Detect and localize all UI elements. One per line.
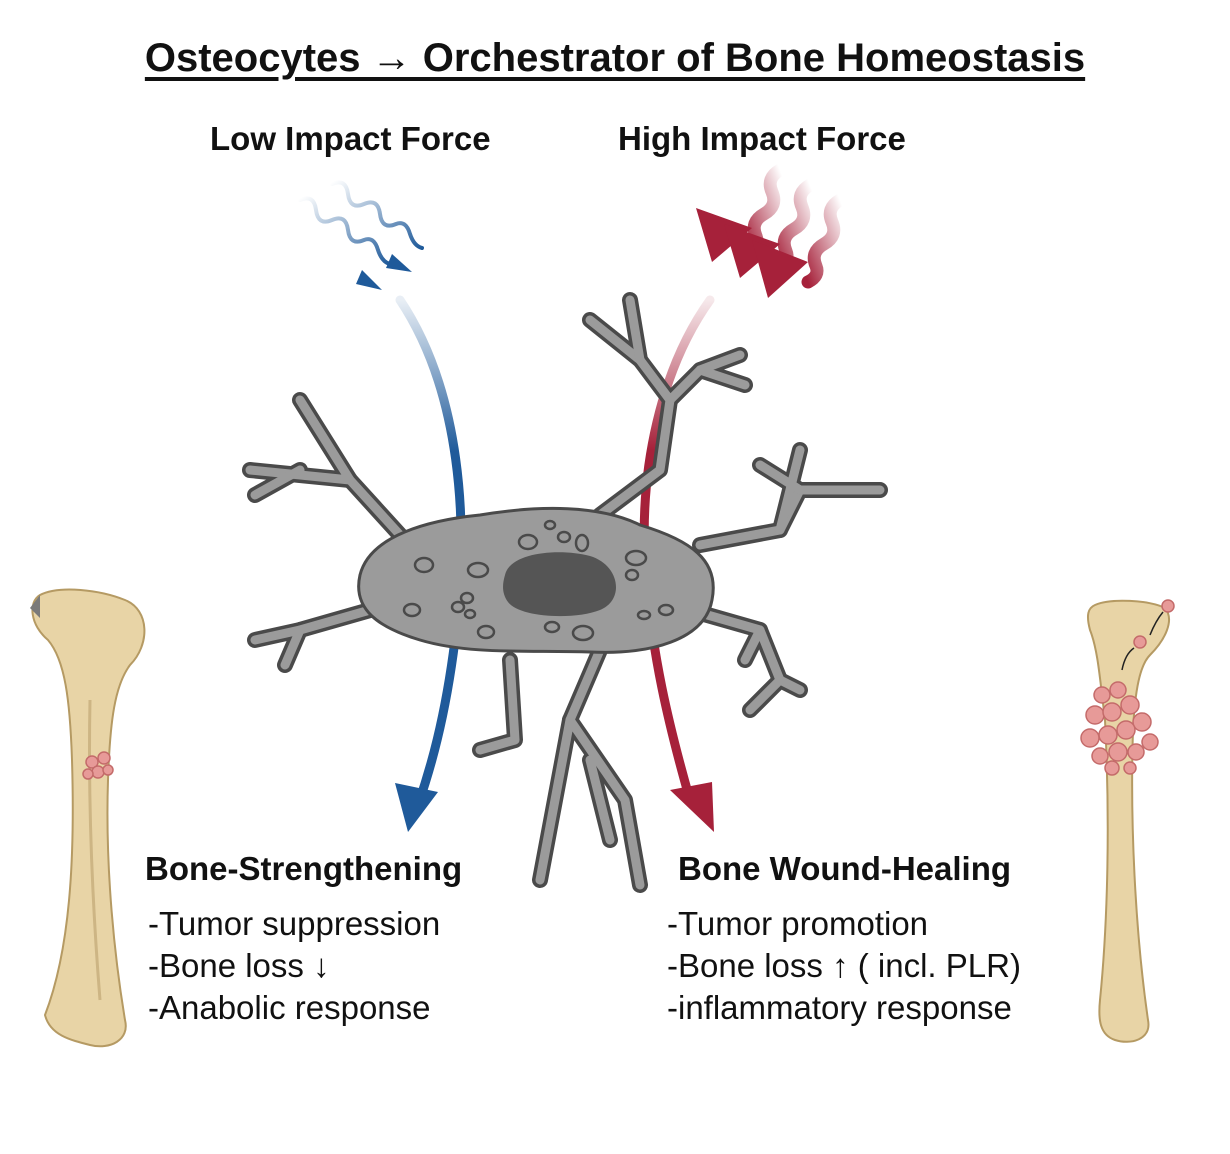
osteocyte-dendrites — [242, 292, 888, 893]
small-tumor-cluster — [82, 751, 114, 780]
metastasis-arrows — [1121, 611, 1164, 671]
list-item: -Bone loss ↑ ( incl. PLR) — [667, 947, 1021, 984]
healthy-bone — [30, 588, 146, 1048]
list-item: -Anabolic response — [148, 989, 431, 1026]
high-impact-arrowhead-2 — [724, 224, 780, 278]
bone-wound-healing-list: -Tumor promotion -Bone loss ↑ ( incl. PL… — [667, 903, 1021, 1029]
diseased-bone — [1086, 599, 1170, 1043]
list-item: -Bone loss ↓ — [148, 947, 330, 984]
low-impact-force-label: Low Impact Force — [210, 120, 491, 157]
list-item: -inflammatory response — [667, 989, 1012, 1026]
high-impact-outcome-arrowhead — [670, 782, 714, 832]
list-item: -Tumor suppression — [148, 905, 441, 942]
osteocyte-organelles — [402, 519, 675, 642]
bone-strengthening-list: -Tumor suppression -Bone loss ↓ -Anaboli… — [148, 903, 440, 1029]
list-item: -Tumor promotion — [667, 905, 929, 942]
low-impact-arrowhead-2 — [386, 254, 412, 272]
high-impact-arrowhead-1 — [696, 208, 752, 262]
bone-strengthening-heading: Bone-Strengthening — [145, 850, 463, 887]
diagram-title: Osteocytes → Orchestrator of Bone Homeos… — [144, 36, 1086, 80]
large-tumor-cluster — [1080, 599, 1175, 776]
high-impact-arrowhead-3 — [752, 240, 808, 298]
osteocyte-nucleus — [503, 552, 617, 617]
low-impact-outcome-arrowhead — [395, 783, 438, 832]
bone-wound-healing-heading: Bone Wound-Healing — [678, 850, 1012, 887]
high-impact-force-label: High Impact Force — [618, 120, 906, 157]
low-impact-wave-arrows — [298, 180, 424, 266]
low-impact-arrowhead-1 — [356, 270, 382, 290]
